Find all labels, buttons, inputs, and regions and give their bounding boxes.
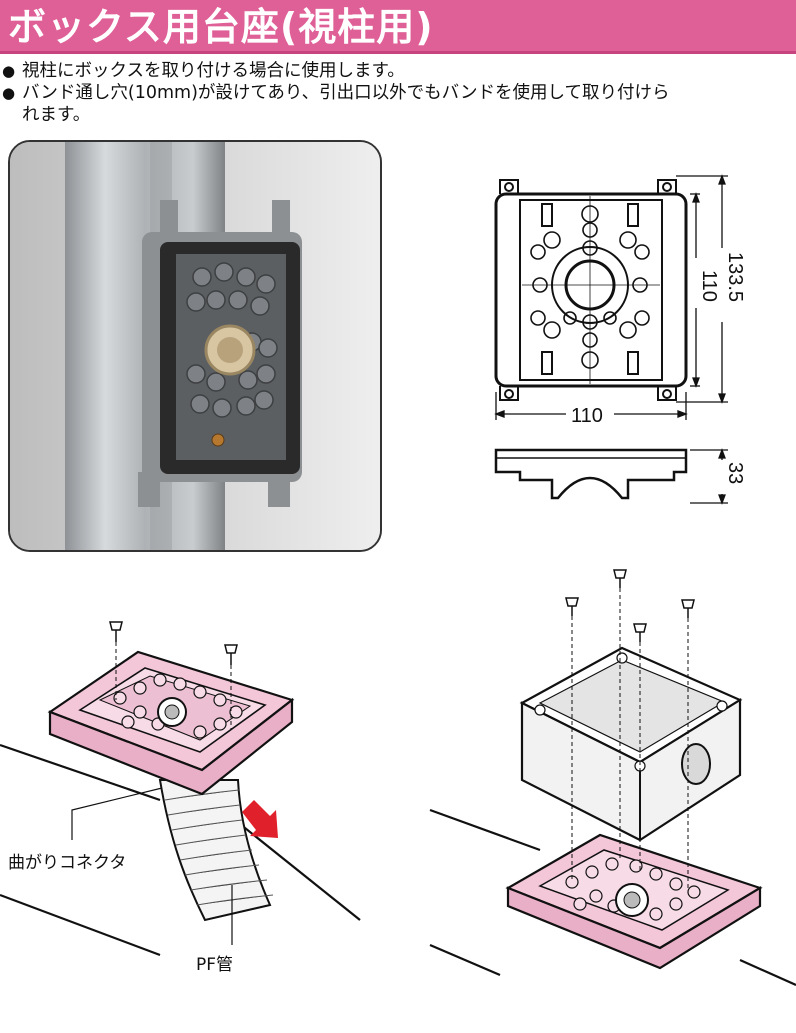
plan-view <box>494 179 688 401</box>
bullet-item-2-cont: れます。 <box>22 105 91 125</box>
page-title: ボックス用台座(視柱用) <box>8 5 434 49</box>
connector-label: 曲がりコネクタ <box>8 853 127 873</box>
description-list: 視柱にボックスを取り付ける場合に使用します。 バンド通し穴(10mm)が設けてあ… <box>2 60 792 126</box>
dim-width-text: 110 <box>571 405 603 427</box>
bullet-item-1: 視柱にボックスを取り付ける場合に使用します。 <box>2 60 792 82</box>
dim-height-inner-text: 110 <box>698 270 720 302</box>
junction-box <box>519 646 743 842</box>
base-plate-left <box>47 650 295 796</box>
base-plate-right <box>505 833 763 970</box>
bullet-item-2: バンド通し穴(10mm)が設けてあり、引出口以外でもバンドを使用して取り付けら <box>2 82 792 104</box>
dim-depth-text: 33 <box>724 462 746 484</box>
screw-icon <box>109 621 238 665</box>
screw-icon <box>565 569 695 642</box>
pole-mount-photo <box>10 142 380 550</box>
product-photo <box>8 140 382 552</box>
pf-pipe-label: PF管 <box>196 955 234 975</box>
side-view <box>494 448 728 505</box>
pf-pipe-shape <box>158 779 274 922</box>
red-arrow-icon <box>242 800 278 838</box>
title-bar: ボックス用台座(視柱用) <box>0 0 796 54</box>
dim-height-outer-text: 133.5 <box>724 252 746 302</box>
